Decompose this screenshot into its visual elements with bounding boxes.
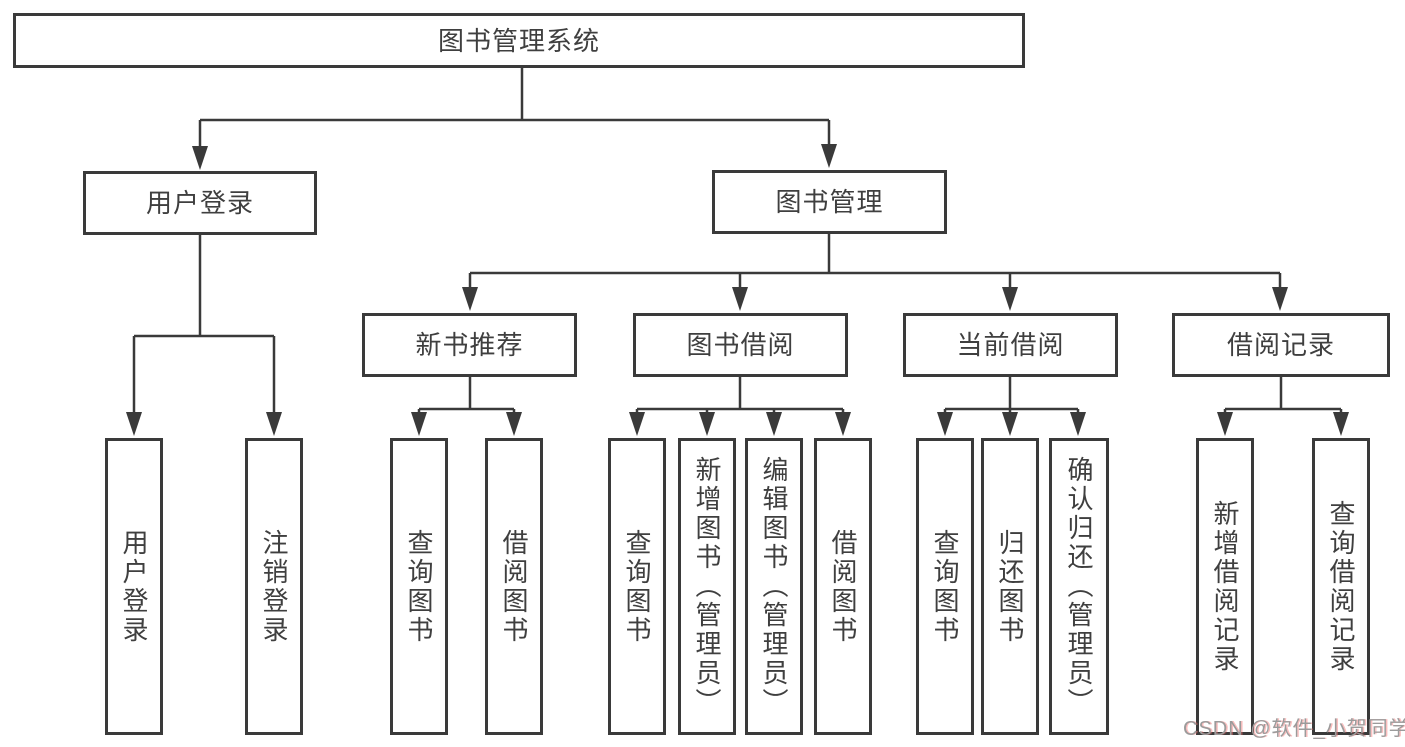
leaf-query-books-current: 查询图书 — [916, 438, 974, 735]
leaf-query-borrow-record-label: 查询借阅记录 — [1326, 499, 1356, 674]
connector-book-management-to-level3 — [462, 234, 1288, 311]
leaf-borrow-books-borrowing: 借阅图书 — [814, 438, 872, 735]
leaf-add-borrow-record-label: 新增借阅记录 — [1210, 499, 1240, 674]
leaf-return-books-label: 归还图书 — [995, 528, 1025, 645]
leaf-user-login-label: 用户登录 — [119, 528, 149, 645]
leaf-borrow-books-recommend: 借阅图书 — [485, 438, 543, 735]
leaf-query-books-recommend-label: 查询图书 — [404, 528, 434, 645]
leaf-confirm-return-admin-label: 确认归还（管理员） — [1064, 456, 1094, 717]
node-new-book-recommend: 新书推荐 — [362, 313, 577, 377]
leaf-query-books-recommend: 查询图书 — [390, 438, 448, 735]
node-root-system: 图书管理系统 — [13, 13, 1025, 68]
node-borrow-records-label: 借阅记录 — [1226, 330, 1335, 360]
leaf-query-borrow-record: 查询借阅记录 — [1312, 438, 1370, 735]
leaf-borrow-books-recommend-label: 借阅图书 — [499, 528, 529, 645]
connector-current-borrowing-to-leaves — [937, 377, 1086, 436]
leaf-add-book-admin: 新增图书（管理员） — [678, 438, 736, 735]
node-root-system-label: 图书管理系统 — [437, 25, 600, 56]
node-current-borrowing: 当前借阅 — [903, 313, 1118, 377]
leaf-borrow-books-borrowing-label: 借阅图书 — [828, 528, 858, 645]
node-book-management-label: 图书管理 — [775, 187, 884, 217]
node-borrow-records: 借阅记录 — [1172, 313, 1390, 377]
leaf-add-book-admin-label: 新增图书（管理员） — [692, 456, 722, 717]
leaf-edit-book-admin-label: 编辑图书（管理员） — [759, 456, 789, 717]
connector-borrow-records-to-leaves — [1217, 377, 1349, 436]
node-user-login-label: 用户登录 — [145, 188, 254, 218]
leaf-logout: 注销登录 — [245, 438, 303, 735]
csdn-watermark: CSDN @软件_小贺同学 — [1183, 718, 1405, 740]
node-user-login: 用户登录 — [83, 171, 317, 235]
leaf-user-login: 用户登录 — [105, 438, 163, 735]
node-current-borrowing-label: 当前借阅 — [956, 330, 1065, 360]
leaf-query-books-current-label: 查询图书 — [930, 528, 960, 645]
leaf-query-books-borrowing: 查询图书 — [608, 438, 666, 735]
leaf-confirm-return-admin: 确认归还（管理员） — [1049, 438, 1109, 735]
connector-book-borrowing-to-leaves — [629, 377, 851, 436]
node-book-borrowing-label: 图书借阅 — [686, 330, 795, 360]
connector-root-to-level2 — [192, 68, 837, 170]
leaf-edit-book-admin: 编辑图书（管理员） — [745, 438, 803, 735]
connector-new-book-recommend-to-leaves — [411, 377, 522, 436]
leaf-query-books-borrowing-label: 查询图书 — [622, 528, 652, 645]
connector-user-login-to-leaves — [126, 235, 282, 436]
node-book-borrowing: 图书借阅 — [633, 313, 848, 377]
leaf-logout-label: 注销登录 — [259, 528, 289, 645]
node-new-book-recommend-label: 新书推荐 — [415, 330, 524, 360]
leaf-add-borrow-record: 新增借阅记录 — [1196, 438, 1254, 735]
leaf-return-books: 归还图书 — [981, 438, 1039, 735]
node-book-management: 图书管理 — [712, 170, 947, 234]
